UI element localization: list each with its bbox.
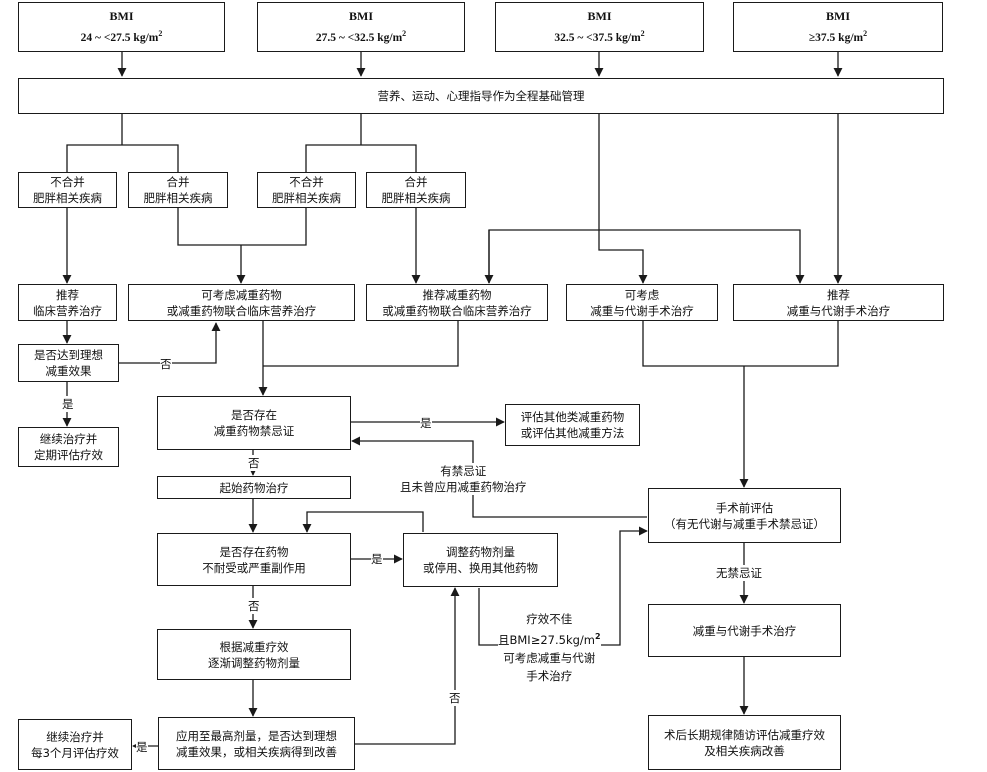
box-line-2: 减重与代谢手术治疗 <box>786 303 891 318</box>
base-management-box: 营养、运动、心理指导作为全程基础管理 <box>18 78 944 114</box>
bmi-box-1: BMI 24 ~ <27.5 kg/m2 <box>18 2 225 52</box>
box-line-2: （有无代谢与减重手术禁忌证） <box>664 516 825 531</box>
box-line-1: 评估其他类减重药物 <box>520 410 625 424</box>
bmi-range: ≥37.5 kg/m2 <box>808 28 868 44</box>
box-line-2: 逐渐调整药物剂量 <box>208 655 300 670</box>
bmi-range: 27.5 ~ <32.5 kg/m2 <box>315 28 407 44</box>
label-contraindication: 有禁忌证 且未曾应用减重药物治疗 <box>400 463 527 495</box>
box-line-1: 继续治疗并 <box>46 729 104 744</box>
ideal-effect-box: 是否达到理想 减重效果 <box>18 344 119 382</box>
bmi-title: BMI <box>349 8 373 23</box>
box-line-1: 手术前评估 <box>715 500 774 515</box>
continue-3month-box: 继续治疗并 每3个月评估疗效 <box>18 719 132 770</box>
bmi-box-3: BMI 32.5 ~ <37.5 kg/m2 <box>495 2 704 52</box>
max-dose-box: 应用至最高剂量，是否达到理想 减重效果，或相关疾病得到改善 <box>158 717 355 770</box>
label-no: 否 <box>248 598 260 614</box>
label-no: 否 <box>248 455 260 471</box>
comorbidity-box-1: 合并 肥胖相关疾病 <box>128 172 228 208</box>
box-line-2: 或减重药物联合临床营养治疗 <box>166 303 317 318</box>
box-line-1: 应用至最高剂量，是否达到理想 <box>176 728 337 743</box>
no-comorbidity-box-2: 不合并 肥胖相关疾病 <box>257 172 356 208</box>
surgery-box: 减重与代谢手术治疗 <box>648 604 841 657</box>
consider-surgery-box: 可考虑 减重与代谢手术治疗 <box>566 284 718 321</box>
preop-assessment-box: 手术前评估 （有无代谢与减重手术禁忌证） <box>648 488 841 543</box>
label-no: 否 <box>449 690 461 706</box>
box-line-2: 或停用、换用其他药物 <box>423 561 538 575</box>
bmi-box-2: BMI 27.5 ~ <32.5 kg/m2 <box>257 2 465 52</box>
label-yes: 是 <box>136 739 148 755</box>
adjust-drug-box: 调整药物剂量 或停用、换用其他药物 <box>403 533 558 587</box>
evaluate-other-box: 评估其他类减重药物 或评估其他减重方法 <box>505 404 640 446</box>
box-line-1: 是否存在 <box>231 408 277 422</box>
box-line-2: 或减重药物联合临床营养治疗 <box>382 303 532 318</box>
box-line-2: 或评估其他减重方法 <box>520 426 625 440</box>
box-line-1: 合并 <box>404 175 428 189</box>
box-line-1: 可考虑减重药物 <box>201 287 282 302</box>
base-management-text: 营养、运动、心理指导作为全程基础管理 <box>377 89 585 103</box>
box-line-1: 是否达到理想 <box>34 348 103 362</box>
box-line-2: 每3个月评估疗效 <box>31 745 119 760</box>
box-line-1: 减重与代谢手术治疗 <box>692 623 797 638</box>
consider-drug-box: 可考虑减重药物 或减重药物联合临床营养治疗 <box>128 284 355 321</box>
bmi-title: BMI <box>109 8 134 23</box>
bmi-title: BMI <box>826 8 850 23</box>
box-line-2: 肥胖相关疾病 <box>143 191 213 205</box>
bmi-title: BMI <box>587 8 612 23</box>
box-line-2: 减重效果 <box>45 364 92 378</box>
label-no: 否 <box>160 356 172 372</box>
box-line-1: 不合并 <box>289 175 324 189</box>
box-line-2: 减重效果，或相关疾病得到改善 <box>176 744 337 759</box>
label-line-1: 疗效不佳 <box>526 612 573 626</box>
nutrition-therapy-box: 推荐 临床营养治疗 <box>18 284 117 321</box>
label-line-2: 且BMI≥27.5kg/m2 <box>498 632 601 647</box>
label-line-2: 且未曾应用减重药物治疗 <box>400 480 527 494</box>
box-line-1: 起始药物治疗 <box>219 480 289 495</box>
box-line-1: 推荐 <box>827 287 850 302</box>
box-line-2: 减重药物禁忌证 <box>213 424 295 438</box>
box-line-1: 术后长期规律随访评估减重疗效 <box>664 727 825 742</box>
box-line-2: 肥胖相关疾病 <box>272 191 341 205</box>
box-line-2: 临床营养治疗 <box>33 303 102 318</box>
box-line-2: 不耐受或严重副作用 <box>202 560 306 575</box>
no-comorbidity-box-1: 不合并 肥胖相关疾病 <box>18 172 117 208</box>
postop-followup-box: 术后长期规律随访评估减重疗效 及相关疾病改善 <box>648 715 841 770</box>
label-line-3: 可考虑减重与代谢 <box>503 650 596 665</box>
recommend-drug-box: 推荐减重药物 或减重药物联合临床营养治疗 <box>366 284 548 321</box>
continue-treatment-box: 继续治疗并 定期评估疗效 <box>18 427 119 467</box>
box-line-2: 减重与代谢手术治疗 <box>590 303 694 318</box>
bmi-range: 32.5 ~ <37.5 kg/m2 <box>554 28 645 44</box>
label-yes: 是 <box>420 415 432 431</box>
box-line-2: 定期评估疗效 <box>34 448 103 462</box>
bmi-box-4: BMI ≥37.5 kg/m2 <box>733 2 943 52</box>
box-line-2: 肥胖相关疾病 <box>33 191 102 205</box>
label-line-1: 有禁忌证 <box>440 464 487 478</box>
start-drug-box: 起始药物治疗 <box>157 476 351 499</box>
box-line-2: 肥胖相关疾病 <box>381 191 451 205</box>
label-yes: 是 <box>62 396 74 412</box>
box-line-1: 继续治疗并 <box>39 432 98 446</box>
recommend-surgery-box: 推荐 减重与代谢手术治疗 <box>733 284 944 321</box>
comorbidity-box-2: 合并 肥胖相关疾病 <box>366 172 466 208</box>
box-line-1: 不合并 <box>50 175 85 189</box>
bmi-range: 24 ~ <27.5 kg/m2 <box>80 28 163 44</box>
box-line-1: 推荐减重药物 <box>422 287 492 302</box>
box-line-1: 推荐 <box>56 287 79 302</box>
drug-contraindication-box: 是否存在 减重药物禁忌证 <box>157 396 351 450</box>
box-line-1: 是否存在药物 <box>219 544 289 559</box>
label-poor-effect: 疗效不佳 且BMI≥27.5kg/m2 可考虑减重与代谢 手术治疗 <box>498 610 601 685</box>
box-line-1: 根据减重疗效 <box>219 639 289 654</box>
box-line-1: 合并 <box>166 175 190 189</box>
intolerance-box: 是否存在药物 不耐受或严重副作用 <box>157 533 351 586</box>
label-yes: 是 <box>371 551 383 567</box>
box-line-1: 可考虑 <box>624 287 660 302</box>
label-no-contraindication: 无禁忌证 <box>716 565 762 581</box>
box-line-1: 调整药物剂量 <box>446 545 515 559</box>
titrate-dose-box: 根据减重疗效 逐渐调整药物剂量 <box>157 629 351 680</box>
label-line-4: 手术治疗 <box>526 668 573 683</box>
box-line-2: 及相关疾病改善 <box>704 743 785 758</box>
